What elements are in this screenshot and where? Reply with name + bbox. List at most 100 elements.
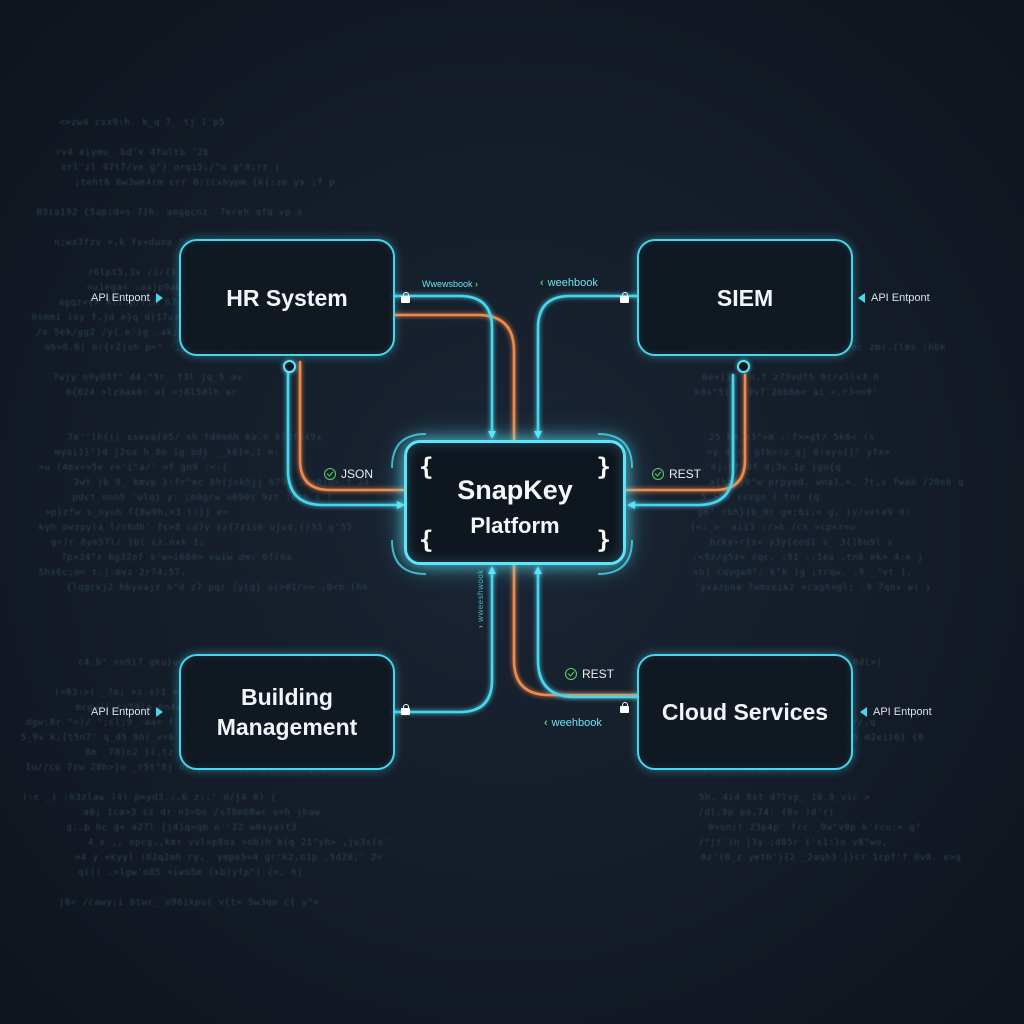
arrow-right-icon (155, 293, 163, 303)
cloud-api-endpoint-label: API Entpont (873, 706, 932, 718)
cloud-rest-tag: REST (565, 667, 614, 681)
hr-system-label: HR System (226, 284, 348, 311)
code-texture-line: /"jt')n j3y ;d05r i'x1:)o v8"wo, (698, 838, 888, 848)
brace-bottom-right-icon: } (596, 526, 611, 554)
siem-rest-tag-label: REST (669, 467, 702, 481)
code-texture-line: 5h, 4i4 8st d7lvp_ 10.9_vic > (698, 793, 871, 803)
chevron-left-icon: ‹ (544, 717, 548, 729)
code-texture-line: =4 y.=kyyl )82q2mh ry,_ ympe5=4 gr"k2,n1… (75, 853, 383, 863)
cloud-rest-tag-label: REST (582, 667, 615, 681)
code-texture-line: {lqgcxj2 hbyxajz n"d z7 pq/ {y(g} u{>01/… (66, 583, 369, 593)
wire-hr-side-orange (298, 360, 406, 492)
json-tag: JSON (324, 467, 373, 481)
code-texture-line: 0{624 >lz9ax6: a{ =j8l5dlh ar (65, 388, 238, 398)
wire-building-cyan (390, 566, 496, 714)
lock-icon (401, 704, 410, 715)
code-texture-line: 4_x ,, epcg.,kmr vvl=p8ox >nb)h b(q 21"y… (87, 838, 390, 848)
building-management-node[interactable]: Building Management (179, 654, 395, 770)
hr-port-icon (283, 360, 296, 373)
code-texture-line: g6" (bh}{b_0c g=;6i;= g, }y/vxta9 0( (697, 508, 917, 518)
siem-port-icon (737, 360, 750, 373)
brace-top-left-icon: { (419, 453, 434, 481)
code-texture-line: 3wt jb 9_ kmvp }:fr"ec 8h{jckhjj 679< ,b… (73, 478, 370, 488)
code-texture-line: (<:_>' aii3 :/>h /cx >cp<r=u (690, 523, 856, 533)
code-texture-line: '8j:nf,0f d;3v 1p }gn{q (704, 463, 841, 473)
check-circle-icon (324, 468, 336, 480)
code-texture-line: orl'zl 47t7/ve g"} orqi5;/"o g"8;rr ) (61, 163, 281, 173)
code-texture-line: 6e=1}b; n,f z73vdf5 0t/xllv3 h (702, 373, 880, 383)
code-texture-line: /d(.0p po,74: {0v )d'r) (698, 808, 835, 818)
wire-siem-orange (624, 373, 747, 492)
hub-title: SnapKey (457, 475, 573, 505)
code-texture-line: :<9z/g5z< rqc, ;91 :;1ea ,tn6 ek> 4:e j (692, 553, 924, 563)
arrow-right-icon (155, 707, 163, 717)
code-texture-line: q((( .>lgw'o85 >iwo5m {xb)yfp"( {<, hj (78, 868, 303, 878)
lock-icon (620, 292, 629, 303)
arrow-left-icon (858, 293, 865, 303)
code-texture-line: 25 hm_n3"=m :'f>>gt/ 5k6< (s (709, 433, 875, 443)
wire-siem-side-cyan (627, 373, 735, 509)
cloud-api-endpoint[interactable]: API Entpont (860, 706, 932, 718)
code-texture-line: rv4 eiymu_ bd'x 4fultb '2b (55, 148, 216, 158)
arrow-left-icon (860, 707, 867, 717)
wire-cloud-cyan (534, 566, 640, 699)
lock-icon (620, 702, 629, 713)
siem-api-endpoint-label: API Entpont (871, 292, 930, 304)
wire-cloud-orange (512, 563, 640, 697)
cloud-services-label: Cloud Services (661, 699, 829, 725)
code-texture-line: j0< /cawy;i 6twr_ o96ikpu{ v(t= 5w3qo c{… (58, 898, 320, 908)
building-management-label: Building Management (216, 684, 358, 740)
siem-api-endpoint[interactable]: API Entpont (858, 292, 930, 304)
webhook-label-top-left: Wwewsbook › (422, 279, 482, 289)
webhook-label-top-right: ‹weehbook (540, 277, 598, 289)
code-texture-line: 7p>34"x 6g32of s'w>i660> euiw dm: 6f(6a (61, 553, 292, 563)
wire-hr-cyan (390, 294, 496, 439)
siem-label: SIEM (716, 284, 774, 311)
brace-top-right-icon: } (596, 453, 611, 481)
code-texture-line: brky>r}s< y3y{eed1 s_ 3{)bu9l v (709, 538, 894, 548)
code-texture-line: 0z'(8_z yetb'j{2 _2aqh3 j}cr 1cpf'f 0v0.… (700, 853, 962, 863)
code-texture-line: <>zw4 csx9:h. k_q 7_ tj l'p5 (59, 118, 225, 128)
code-texture-line: k8s"5(2 }9v7 2bb6m< ai <,r3<n0' (694, 388, 878, 398)
vertical-webhook-label: ›wweeshwook (476, 569, 485, 628)
webhook-top-right-text: weehbook (547, 277, 598, 289)
code-texture-line: >p}zfw s_nyoh f{8w9h,>3 t(}j e= (45, 508, 229, 518)
cloud-services-node[interactable]: Cloud Services (637, 654, 853, 770)
code-texture-line: xbj cqyga0": k"k )g ;trqw. .9 _"vt 1, (693, 568, 913, 578)
code-texture-line: 5,>k8 xsvgo_{ tnr {q (701, 493, 820, 503)
lock-icon (401, 292, 410, 303)
building-api-endpoint[interactable]: API Entpont (91, 706, 163, 718)
chevron-right-icon: › (475, 279, 479, 289)
code-texture-line: g..p hc g< a27l {j4)q=qb o''22 w0sya)t3 (66, 823, 298, 833)
code-texture-line: g>)r 8ye57l/ }b( cz.nxk 1; (50, 538, 211, 548)
hr-system-node[interactable]: HR System (179, 239, 395, 356)
code-texture-line: 5hx6c;o< t.j:mvz 2r74;57, (38, 568, 187, 578)
webhook-bottom-right-text: weehbook (551, 717, 602, 729)
code-texture-line: 7e''lh{(( xseva{05/ xh fd0m6h ka.n 0)8fy… (67, 433, 329, 443)
code-texture-line: myai1}"}d j2oa h_8o ig pdj __k6}>,1 m: (54, 448, 280, 458)
webhook-top-left-text: Wwewsbook (422, 279, 473, 289)
check-circle-icon (652, 468, 664, 480)
wire-hr-side-cyan (286, 366, 405, 509)
snapkey-platform-hub[interactable]: { } { } SnapKey Platform (404, 440, 626, 565)
wire-hr-orange (390, 313, 516, 442)
siem-rest-tag: REST (652, 467, 701, 481)
code-texture-line: 'yxazpna 7umxeikz =cagh<gl; .9 7qov w( i (694, 583, 932, 593)
code-texture-line: kyh owzpyla l/r6db' fc>8 cd7y sz{7z1i6 u… (38, 523, 353, 533)
brace-bottom-left-icon: { (419, 526, 434, 554)
code-texture-line: 0>un;t 23p4p' frc _9w"v0p k'rcu:< g" (708, 823, 922, 833)
wire-siem-cyan (534, 294, 640, 439)
hub-subtitle: Platform (470, 513, 560, 538)
code-texture-line: >y_dfjc gfk>:z_gj 6:ays{j" yfx> (706, 448, 891, 458)
json-tag-label: JSON (341, 467, 374, 481)
hr-api-endpoint-label: API Entpont (91, 292, 150, 304)
code-texture-line: >u (4mx=>5e r='i"a/' =f gn9 ;<:{ (38, 463, 228, 473)
hr-api-endpoint[interactable]: API Entpont (91, 292, 163, 304)
code-texture-line: ;teht6 6w3we4rm crr 0;(cxhypm {k{:ze yx … (74, 178, 336, 188)
chevron-left-icon: ‹ (540, 277, 544, 289)
chevron-down-icon: › (476, 624, 485, 628)
siem-node[interactable]: SIEM (637, 239, 853, 356)
code-texture-line: 7wjy n9y85f" d4."5r_ f3l jq_5 av (52, 373, 243, 383)
